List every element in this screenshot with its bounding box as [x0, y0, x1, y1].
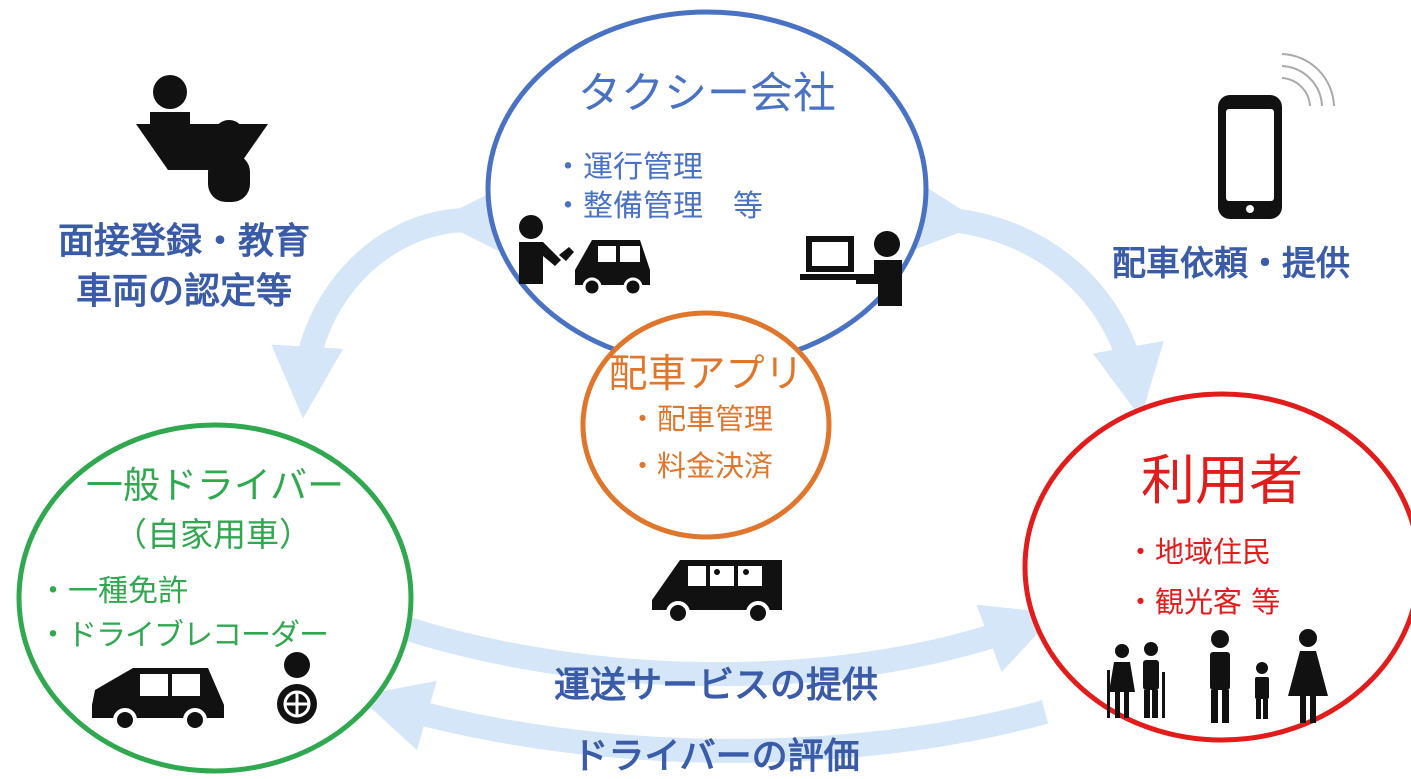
child-icon	[1255, 662, 1269, 719]
vehicle-certification-label: 車両の認定等	[75, 271, 293, 312]
smartphone-icon	[1218, 53, 1335, 219]
arrows	[271, 180, 1164, 763]
arrow-taxi-to-user	[908, 180, 1164, 419]
taxi-company-item: ・運行管理	[553, 150, 703, 185]
arrow-transport-service	[401, 604, 1057, 687]
computer-operator-icon	[800, 231, 902, 306]
arrow-driver-evaluation	[357, 680, 1049, 763]
arrow-taxi-to-driver	[271, 183, 509, 419]
van-with-passengers-icon	[652, 560, 782, 625]
dispatch-app-item: ・配車管理	[628, 402, 774, 436]
driver-item: ・一種免許	[38, 574, 188, 609]
driver-evaluation-label: ドライバーの評価	[572, 736, 860, 777]
interview-label: 面接登録・教育	[57, 221, 311, 262]
transport-service-label: 運送サービスの提供	[553, 665, 879, 706]
driver-title: 一般ドライバー	[85, 464, 345, 507]
dispatch-app-title: 配車アプリ	[608, 352, 804, 397]
driver-item: ・ドライブレコーダー	[38, 618, 329, 653]
private-car-icon	[92, 668, 224, 732]
driver-subtitle: （自家用車）	[114, 515, 312, 554]
taxi-company-item: ・整備管理 等	[553, 189, 763, 224]
family-icon	[1107, 629, 1328, 723]
elderly-man-icon	[1143, 642, 1165, 718]
dispatch-app-circle	[580, 310, 832, 540]
user-item: ・地域住民	[1126, 535, 1272, 569]
dispatch-app-item: ・料金決済	[628, 449, 774, 483]
woman-icon	[1288, 629, 1328, 723]
user-item: ・観光客 等	[1126, 585, 1281, 619]
man-icon	[1210, 630, 1230, 723]
driver-steering-icon	[277, 652, 317, 724]
user-title: 利用者	[1141, 449, 1303, 512]
elderly-woman-icon	[1107, 644, 1135, 718]
taxi-company-title: タクシー会社	[578, 69, 836, 119]
dispatch-request-label: 配車依頼・提供	[1112, 244, 1350, 284]
interview-desk-icon	[136, 75, 268, 202]
mechanic-car-icon	[519, 215, 650, 297]
